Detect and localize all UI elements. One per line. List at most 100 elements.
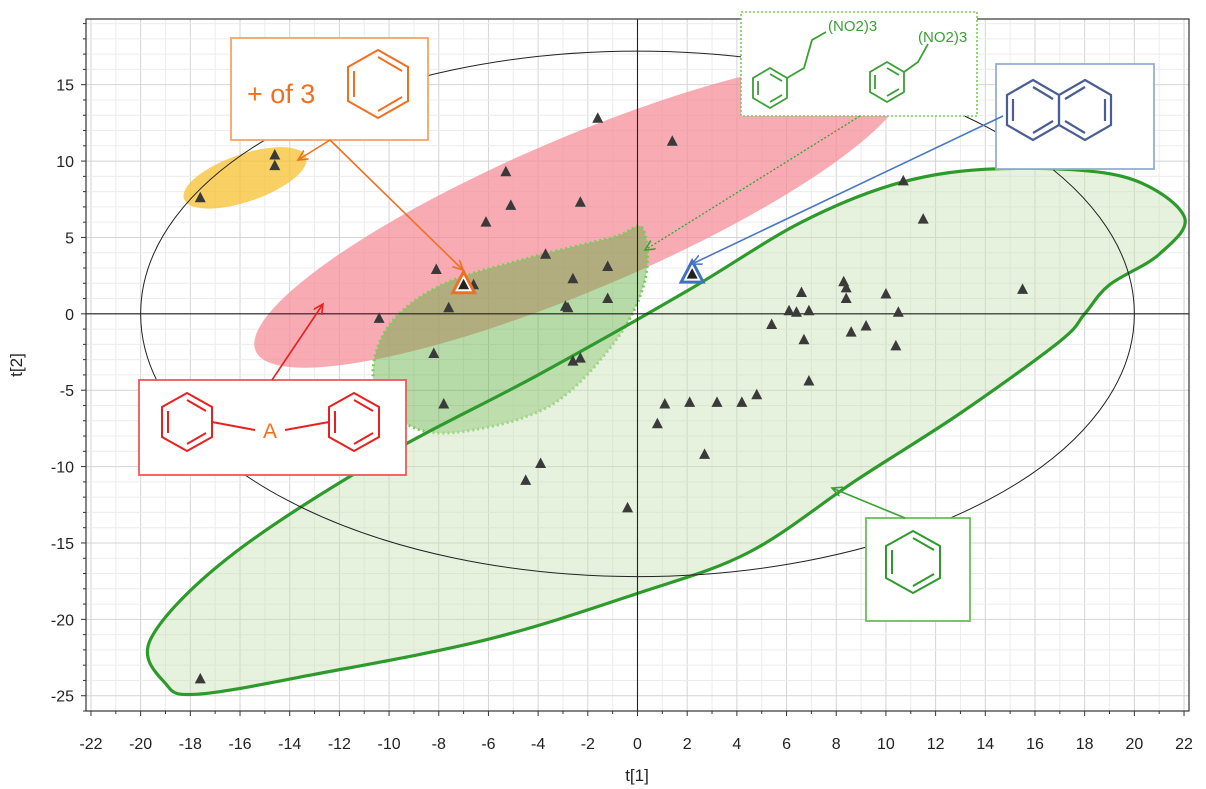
arrow-to-yellow-group bbox=[298, 139, 331, 160]
annotation-box-green-dotted bbox=[740, 11, 978, 117]
nitro-label-2: (NO2)3 bbox=[918, 29, 967, 46]
data-point bbox=[840, 292, 852, 304]
data-point bbox=[751, 388, 763, 400]
highlighted-point-marker bbox=[458, 278, 470, 290]
y-tick-label: 0 bbox=[65, 307, 74, 324]
data-point bbox=[438, 397, 450, 409]
data-point bbox=[803, 375, 815, 386]
y-tick-label: -5 bbox=[60, 383, 74, 400]
x-tick-label: 10 bbox=[877, 736, 895, 753]
data-point bbox=[880, 287, 892, 299]
data-point bbox=[602, 292, 614, 304]
annotation-plus-of-3: + of 3 bbox=[230, 37, 463, 270]
zero-axes bbox=[86, 19, 1189, 711]
x-tick-label: -4 bbox=[531, 736, 545, 753]
y-tick-label: 15 bbox=[56, 78, 74, 95]
y-tick-label: -20 bbox=[51, 612, 74, 629]
arrow-to-light-green-group bbox=[832, 488, 906, 519]
nitro-label-1: (NO2)3 bbox=[828, 18, 877, 35]
y-tick-label: -25 bbox=[51, 689, 74, 706]
data-point bbox=[373, 312, 385, 323]
annotation-box-orange bbox=[230, 37, 429, 141]
annotation-box-green bbox=[865, 517, 971, 622]
x-tick-label: -2 bbox=[581, 736, 595, 753]
group-region bbox=[254, 58, 907, 368]
x-tick-label: 20 bbox=[1125, 736, 1143, 753]
x-tick-label: 14 bbox=[976, 736, 994, 753]
naphthalene-icon bbox=[1005, 78, 1113, 142]
biphenyl-icon bbox=[161, 391, 380, 453]
x-tick-label: -12 bbox=[328, 736, 351, 753]
data-point bbox=[651, 417, 663, 429]
highlighted-point-marker bbox=[686, 268, 698, 279]
annotation-naphthalene bbox=[692, 63, 1155, 264]
x-tick-label: -18 bbox=[179, 736, 202, 753]
x-tick-label: 0 bbox=[633, 736, 642, 753]
data-point bbox=[892, 306, 904, 317]
data-point bbox=[736, 396, 748, 407]
benzene-icon-green bbox=[885, 529, 941, 595]
data-point bbox=[783, 304, 795, 316]
data-point bbox=[666, 135, 678, 146]
data-point bbox=[684, 396, 696, 407]
data-point bbox=[194, 191, 206, 203]
data-point bbox=[269, 148, 281, 160]
data-point bbox=[500, 165, 512, 177]
data-point bbox=[897, 174, 909, 186]
x-tick-label: -20 bbox=[129, 736, 152, 753]
x-tick-label: 4 bbox=[732, 736, 741, 753]
x-tick-label: 8 bbox=[832, 736, 841, 753]
data-points bbox=[194, 112, 1029, 684]
x-tick-label: 22 bbox=[1175, 736, 1193, 753]
data-point bbox=[699, 448, 711, 459]
y-tick-label: 5 bbox=[65, 230, 74, 247]
data-point bbox=[795, 286, 807, 297]
data-point bbox=[840, 281, 852, 293]
data-point bbox=[480, 216, 492, 227]
group-region bbox=[371, 224, 650, 435]
data-point bbox=[1017, 283, 1029, 294]
arrow-to-orange-point bbox=[329, 139, 463, 270]
data-point bbox=[592, 112, 604, 123]
data-point bbox=[540, 248, 552, 259]
data-point bbox=[790, 306, 802, 317]
arrow-to-blue-point bbox=[692, 115, 1004, 264]
x-tick-label: -8 bbox=[432, 736, 446, 753]
x-tick-label: 2 bbox=[683, 736, 692, 753]
x-tick-label: -14 bbox=[278, 736, 301, 753]
data-point bbox=[562, 301, 574, 313]
data-point bbox=[567, 272, 579, 284]
data-point bbox=[711, 396, 723, 407]
data-point bbox=[535, 457, 547, 469]
data-point bbox=[269, 159, 281, 171]
nitro-benzyl-icon bbox=[869, 43, 929, 104]
group-regions bbox=[145, 58, 1187, 697]
x-tick-label: -10 bbox=[378, 736, 401, 753]
x-axis-title: t[1] bbox=[625, 766, 649, 785]
data-point bbox=[798, 333, 810, 345]
y-tick-label: 10 bbox=[56, 154, 74, 171]
annotation-biphenyl: A bbox=[138, 304, 407, 476]
x-tick-label: 12 bbox=[927, 736, 945, 753]
nitro-phenylethyl-icon bbox=[752, 31, 827, 110]
y-tick-label: -10 bbox=[51, 460, 74, 477]
data-point bbox=[622, 501, 634, 513]
annotation-box-blue bbox=[995, 63, 1155, 170]
x-tick-label: -22 bbox=[79, 736, 102, 753]
data-point bbox=[443, 301, 455, 313]
annotation-benzene bbox=[832, 488, 971, 622]
x-tick-label: 16 bbox=[1026, 736, 1044, 753]
y-tick-label: -15 bbox=[51, 536, 74, 553]
data-point bbox=[860, 320, 872, 331]
data-point bbox=[520, 474, 532, 485]
annotation-nitro: (NO2)3 (NO2)3 bbox=[645, 11, 978, 250]
data-point bbox=[659, 397, 671, 409]
data-point bbox=[574, 196, 586, 207]
x-tick-label: -16 bbox=[228, 736, 251, 753]
x-tick-label: 6 bbox=[782, 736, 791, 753]
benzene-ring-icon bbox=[347, 48, 409, 120]
data-point bbox=[890, 339, 902, 351]
x-tick-label: 18 bbox=[1076, 736, 1094, 753]
